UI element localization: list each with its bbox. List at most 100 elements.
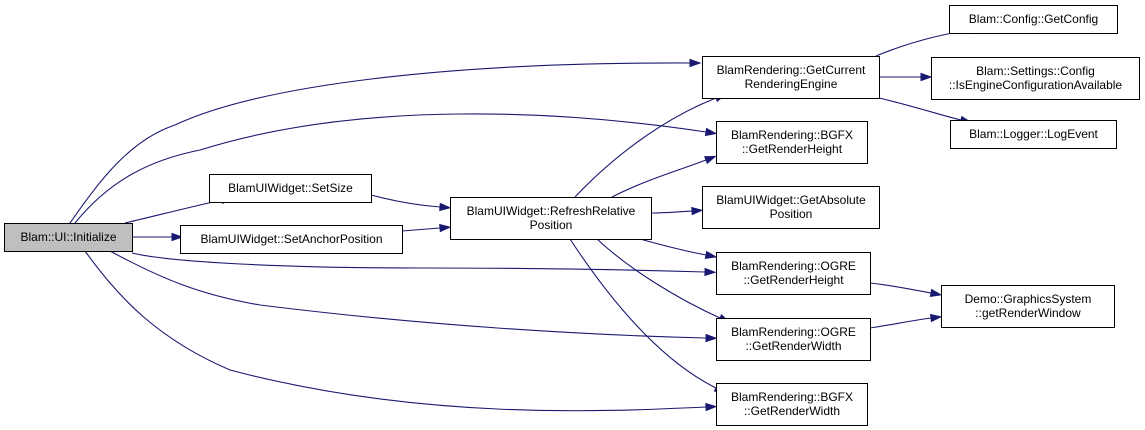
node-setanchor[interactable]: BlamUIWidget::SetAnchorPosition [180, 225, 403, 254]
edge-refresh-to-getabsolute [650, 206, 704, 216]
node-label: Demo::GraphicsSystem [965, 292, 1092, 306]
edge-refresh-to-bgfx_width [569, 238, 727, 394]
node-box [941, 285, 1115, 328]
node-label: BlamUIWidget::RefreshRelative [467, 204, 636, 218]
node-label: ::GetRenderWidth [744, 404, 840, 418]
edge-line [124, 199, 223, 224]
edge-line [596, 238, 721, 319]
arrowhead-icon [704, 250, 718, 260]
node-box [949, 5, 1118, 34]
node-label: BlamRendering::OGRE [731, 325, 856, 339]
edge-setanchor-to-refresh [401, 223, 452, 233]
node-label: RenderingEngine [745, 77, 838, 91]
arrowhead-icon [929, 313, 943, 323]
node-label: ::GetRenderHeight [742, 142, 843, 156]
node-box [950, 120, 1117, 149]
edge-ogre_height-to-getrenderwindow [869, 282, 943, 298]
arrowhead-icon [171, 232, 184, 242]
edges-layer [69, 25, 987, 412]
node-label: Blam::Config::GetConfig [969, 12, 1098, 26]
edge-line [74, 113, 707, 224]
node-box [702, 56, 880, 99]
edge-ui_initialize-to-bgfx_width [84, 250, 718, 412]
edge-refresh-to-bgfx_height [611, 155, 717, 198]
edge-ui_initialize-to-setanchor [132, 232, 184, 242]
node-label: ::GetRenderHeight [743, 273, 844, 287]
edge-line [869, 317, 932, 329]
edge-ui_initialize-to-bgfx_height [74, 113, 718, 224]
edge-line [109, 250, 707, 339]
nodes-layer: Blam::UI::Initialize BlamUIWidget::SetSiz… [4, 5, 1140, 426]
node-logevent[interactable]: Blam::Logger::LogEvent [950, 120, 1117, 149]
edge-getcurrent-to-isengine [878, 72, 933, 82]
node-box [702, 186, 880, 229]
node-label: ::IsEngineConfigurationAvailable [949, 78, 1123, 92]
node-label: BlamRendering::GetCurrent [717, 63, 866, 77]
node-label: BlamRendering::BGFX [731, 128, 853, 142]
edge-line [84, 250, 707, 412]
node-getrenderwindow[interactable]: Demo::GraphicsSystem::getRenderWindow [941, 285, 1115, 328]
node-box [716, 252, 871, 295]
edge-line [69, 62, 691, 224]
node-box [716, 383, 868, 426]
node-label: Blam::UI::Initialize [20, 230, 116, 244]
node-bgfx_height[interactable]: BlamRendering::BGFX::GetRenderHeight [716, 121, 868, 164]
arrowhead-icon [439, 223, 452, 233]
edge-ogre_width-to-getrenderwindow [869, 313, 943, 329]
node-label: Position [530, 218, 573, 232]
edge-refresh-to-getcurrent [574, 93, 727, 198]
node-label: BlamUIWidget::SetAnchorPosition [200, 232, 382, 246]
node-label: Position [770, 207, 813, 221]
edge-line [650, 210, 693, 214]
edge-getcurrent-to-logevent [878, 97, 973, 124]
node-label: Blam::Logger::LogEvent [969, 127, 1098, 141]
arrowhead-icon [929, 288, 943, 298]
node-isengine[interactable]: Blam::Settings::Config::IsEngineConfigur… [931, 57, 1140, 100]
arrowhead-icon [439, 202, 452, 212]
edge-refresh-to-ogre_width [596, 238, 731, 323]
node-label: Blam::Settings::Config [976, 64, 1095, 78]
edge-ui_initialize-to-ogre_width [109, 250, 718, 343]
arrowhead-icon [705, 402, 718, 412]
node-ogre_width[interactable]: BlamRendering::OGRE::GetRenderWidth [716, 318, 871, 361]
node-label: BlamRendering::BGFX [731, 390, 853, 404]
node-box [209, 174, 372, 203]
node-box [716, 121, 868, 164]
arrowhead-icon [704, 127, 718, 137]
edge-line [370, 194, 441, 208]
node-box [4, 223, 133, 252]
edge-line [401, 227, 441, 232]
arrowhead-icon [689, 58, 702, 68]
arrowhead-icon [704, 267, 717, 277]
edge-line [878, 97, 962, 121]
arrowhead-icon [691, 206, 704, 216]
node-label: ::getRenderWindow [975, 306, 1081, 320]
node-label: BlamUIWidget::SetSize [228, 181, 353, 195]
node-box [716, 318, 871, 361]
edge-line [574, 97, 717, 198]
edge-line [639, 238, 707, 256]
node-label: BlamRendering::OGRE [731, 259, 856, 273]
arrowhead-icon [704, 155, 717, 165]
node-ui_initialize[interactable]: Blam::UI::Initialize [4, 223, 133, 252]
edge-line [611, 159, 707, 198]
node-box [931, 57, 1140, 100]
node-getconfig[interactable]: Blam::Config::GetConfig [949, 5, 1118, 34]
edge-refresh-to-ogre_height [639, 238, 718, 260]
node-box [450, 197, 652, 240]
arrowhead-icon [920, 72, 933, 82]
edge-ui_initialize-to-getcurrent [69, 58, 702, 224]
edge-line [869, 282, 932, 294]
edge-line [569, 238, 717, 389]
node-box [180, 225, 403, 254]
node-ogre_height[interactable]: BlamRendering::OGRE::GetRenderHeight [716, 252, 871, 295]
edge-line [131, 252, 706, 273]
node-bgfx_width[interactable]: BlamRendering::BGFX::GetRenderWidth [716, 383, 868, 426]
edge-setsize-to-refresh [370, 194, 452, 212]
node-setsize[interactable]: BlamUIWidget::SetSize [209, 174, 372, 203]
